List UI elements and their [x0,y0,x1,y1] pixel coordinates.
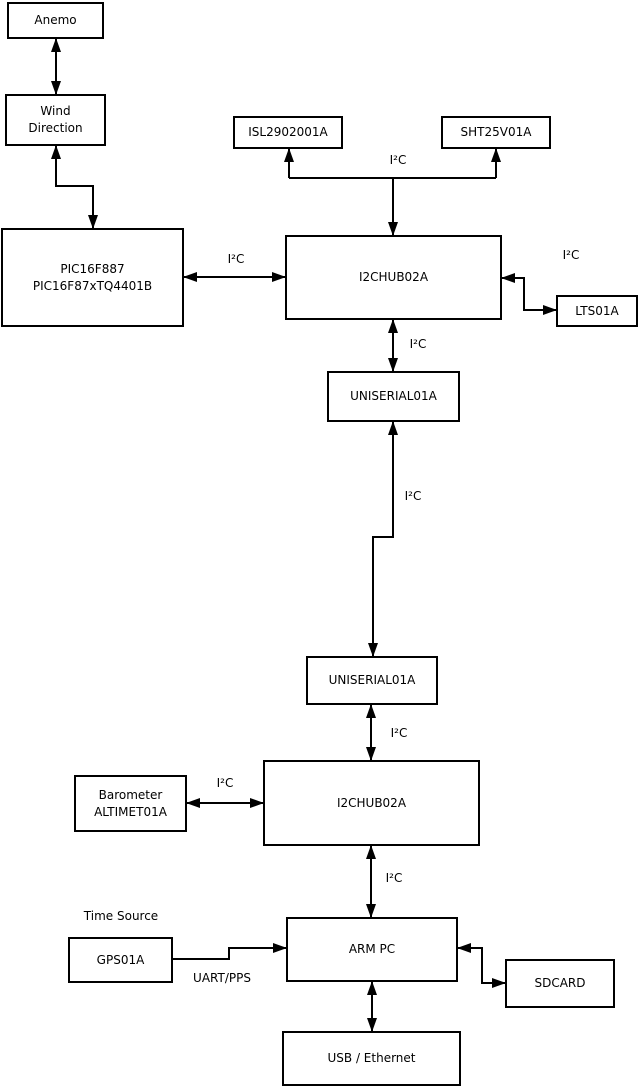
node-lts-label: LTS01A [575,303,619,318]
node-isl-label: ISL2902001A [248,125,328,139]
node-i2c-hub-bottom: I2CHUB02A [263,760,480,846]
node-uniserial-bottom: UNISERIAL01A [306,656,438,705]
node-lts-sensor: LTS01A [556,295,638,327]
edge-gps-armpc [173,943,287,960]
annotation-time-source: Time Source [83,909,159,923]
edge-label-i2c-bus-top: I²C [389,153,407,167]
edge-label-i2c-uniserial2-hub2: I²C [390,726,408,740]
node-i2c-hub-top: I2CHUB02A [285,235,502,320]
node-sdcard-label: SDCARD [534,976,586,990]
node-barometer-label-line1: Barometer [98,787,163,802]
node-wind-direction: Wind Direction [5,94,106,146]
node-anemometer: Anemo [7,2,104,39]
node-wind-direction-label-line1: Wind [40,104,71,118]
edge-label-i2c-pic-hub1: I²C [227,252,245,266]
edge-label-i2c-hub2-armpc: I²C [385,871,403,885]
node-usb-ethernet-label: USB / Ethernet [327,1051,416,1065]
node-usb-ethernet: USB / Ethernet [282,1031,461,1086]
node-anemometer-label: Anemo [34,13,77,27]
node-sht-label: SHT25V01A [460,125,532,139]
node-uniserial-top: UNISERIAL01A [327,371,460,422]
node-arm-pc: ARM PC [286,917,458,982]
node-pic-label-line1: PIC16F887 [60,261,125,276]
edge-wind-pic [51,145,98,229]
edge-label-uart-pps: UART/PPS [193,971,251,985]
node-gps: GPS01A [68,937,173,983]
node-wind-direction-label-line2: Direction [28,121,83,135]
edge-hub1-lts [501,273,557,315]
node-arm-pc-label: ARM PC [348,942,396,956]
node-barometer-label-line2: ALTIMET01A [94,804,167,819]
node-i2c-hub-bottom-label: I2CHUB02A [336,795,407,810]
edge-armpc-sdcard [457,943,506,988]
edge-label-i2c-hub1-uniserial1: I²C [409,337,427,351]
node-i2c-hub-top-label: I2CHUB02A [358,270,429,284]
node-gps-label: GPS01A [96,952,145,967]
edge-label-i2c-barometer-hub2: I²C [216,776,234,790]
node-sdcard: SDCARD [505,959,615,1008]
node-uniserial-top-label: UNISERIAL01A [350,389,437,403]
edge-uniserial1-uniserial2 [368,421,398,657]
node-sht-sensor: SHT25V01A [441,116,551,149]
node-pic-microcontroller: PIC16F887 PIC16F87xTQ4401B [1,228,184,327]
node-uniserial-bottom-label: UNISERIAL01A [328,673,416,687]
node-barometer: Barometer ALTIMET01A [74,775,187,832]
edge-label-i2c-uniserial-link: I²C [404,489,422,503]
node-pic-label-line2: PIC16F87xTQ4401B [32,278,153,293]
edge-label-i2c-hub1-lts: I²C [562,248,580,262]
node-isl-sensor: ISL2902001A [233,116,343,149]
